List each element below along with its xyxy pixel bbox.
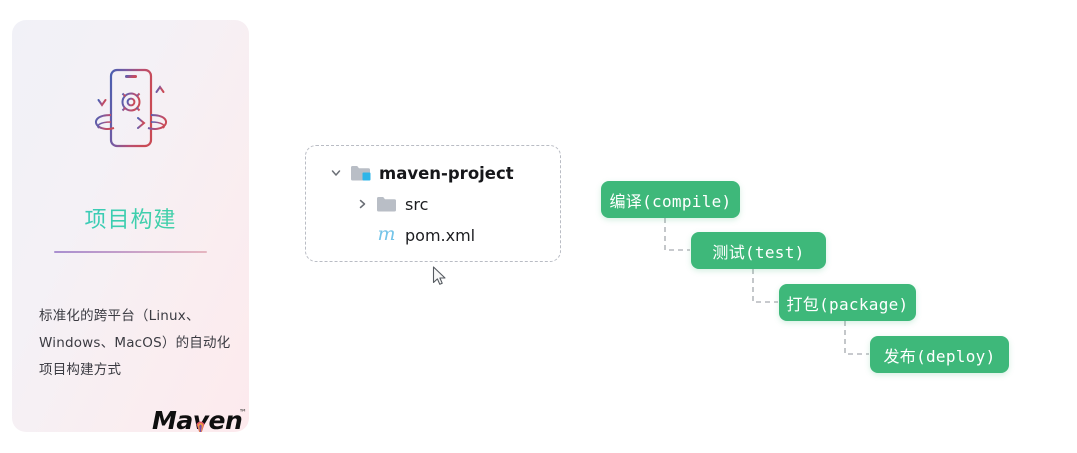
tree-row-maven-project[interactable]: maven-project bbox=[328, 160, 514, 186]
maven-logo-text: Maven bbox=[152, 406, 243, 432]
lifecycle-step-deploy[interactable]: 发布(deploy) bbox=[870, 336, 1009, 373]
maven-trademark: ™ bbox=[239, 408, 247, 417]
tree-row-src[interactable]: src bbox=[354, 191, 428, 217]
maven-feather-icon bbox=[193, 411, 208, 432]
project-file-tree: maven-project src m pom.xml bbox=[305, 145, 561, 262]
tree-label: maven-project bbox=[379, 163, 514, 183]
folder-project-icon bbox=[350, 164, 371, 182]
card-title: 项目构建 bbox=[12, 202, 249, 234]
folder-icon bbox=[376, 195, 397, 213]
maven-logo: Maven ™ bbox=[152, 406, 249, 432]
lifecycle-step-compile[interactable]: 编译(compile) bbox=[601, 181, 740, 218]
card-description: 标准化的跨平台（Linux、Windows、MacOS）的自动化项目构建方式 bbox=[39, 308, 231, 378]
maven-m-file-icon: m bbox=[377, 223, 396, 245]
card-divider bbox=[54, 251, 207, 253]
lifecycle-step-test[interactable]: 测试(test) bbox=[691, 232, 826, 269]
tree-label: src bbox=[405, 194, 429, 214]
chevron-down-icon[interactable] bbox=[328, 165, 344, 181]
tree-label: pom.xml bbox=[405, 225, 476, 245]
tree-row-pom-xml[interactable]: m pom.xml bbox=[354, 222, 475, 248]
mobile-device-gear-sync-icon bbox=[81, 58, 181, 163]
mouse-pointer bbox=[432, 266, 448, 288]
chevron-right-icon[interactable] bbox=[354, 196, 370, 212]
lifecycle-step-package[interactable]: 打包(package) bbox=[779, 284, 916, 321]
project-build-card: 项目构建 标准化的跨平台（Linux、Windows、MacOS）的自动化项目构… bbox=[12, 20, 249, 432]
card-icon-wrapper bbox=[12, 50, 249, 170]
